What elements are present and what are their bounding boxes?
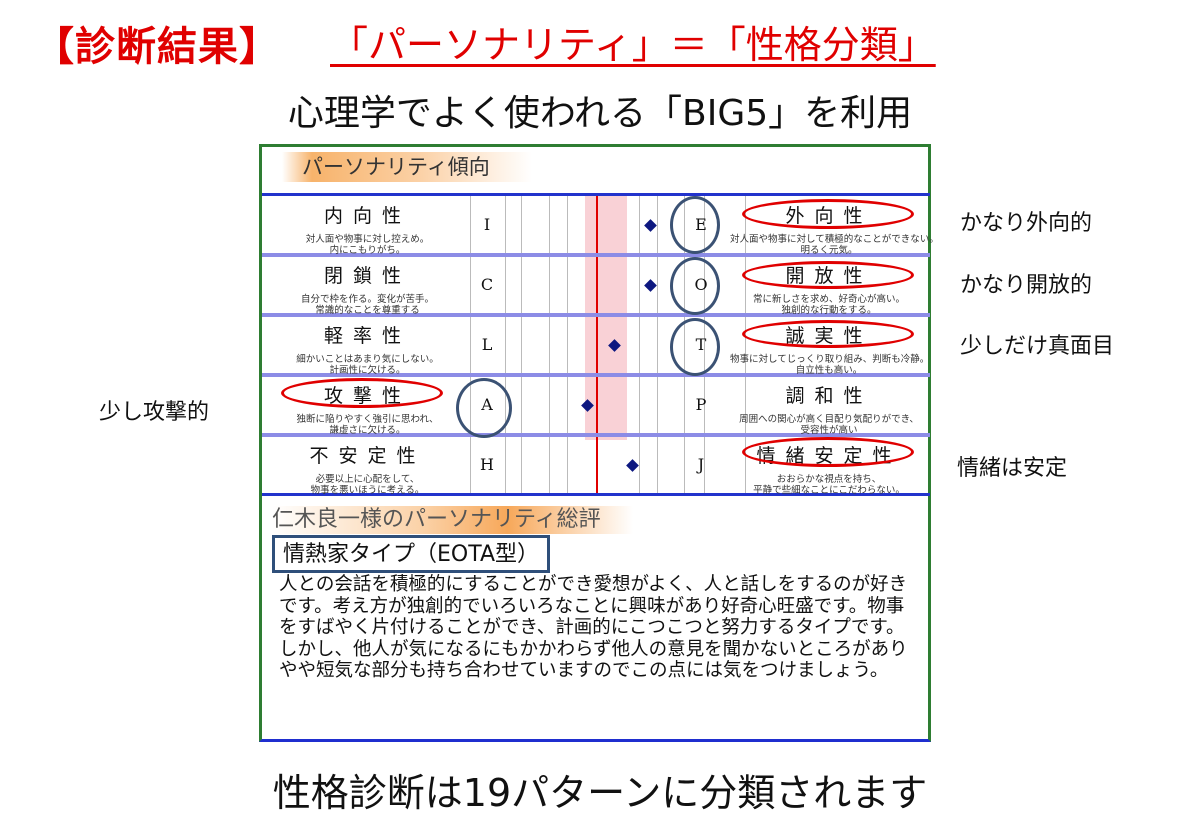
chart-top-line	[262, 193, 930, 196]
note-open: かなり開放的	[960, 273, 1093, 298]
circle-A	[456, 378, 512, 438]
trait-right-desc: 周囲への関心が高く目配り気配りができ、受容性が高い	[730, 414, 928, 436]
grid-column-line	[745, 195, 746, 495]
desc-line: 物事に対してじっくり取り組み、判断も冷静。	[730, 354, 930, 365]
center-band	[585, 195, 627, 440]
desc-line: 自立性も高い。	[795, 365, 863, 376]
summary-title: 仁木良一様のパーソナリティ総評	[272, 506, 652, 534]
grid-column-line	[505, 195, 506, 495]
trait-left-label: 不安定性必要以上に心配をして、物事を悪いほうに考える。	[265, 441, 470, 496]
slide-footer: 性格診断は19パターンに分類されます	[272, 771, 928, 815]
grid-column-line	[470, 195, 471, 495]
trait-right-desc: おおらかな視点を持ち、平静で些細なことにこだわらない。	[730, 474, 928, 496]
circle-O	[670, 257, 720, 315]
tendency-section-title: パーソナリティ傾向	[282, 152, 532, 182]
ellipse-open	[742, 261, 914, 289]
desc-line: 独創的な行動をする。	[781, 305, 877, 316]
trait-right-letter: P	[695, 395, 707, 414]
trait-right-letter: J	[697, 455, 705, 474]
summary-text: 人との会話を積極的にすることができ愛想がよく、人と話しをするのが好きです。考え方…	[279, 574, 908, 681]
trait-right-desc: 常に新しさを求め、好奇心が高い。独創的な行動をする。	[730, 294, 928, 316]
note-aggressive: 少し攻撃的	[99, 400, 210, 425]
trait-left-desc: 対人面や物事に対し控えめ。内にこもりがち。	[265, 234, 470, 256]
trait-right-desc: 物事に対してじっくり取り組み、判断も冷静。自立性も高い。	[730, 354, 930, 376]
desc-line: 物事を悪いほうに考える。	[310, 485, 425, 496]
slide-subtitle: 心理学でよく使われる「BIG5」を利用	[287, 93, 913, 134]
trait-left-label: 内向性対人面や物事に対し控えめ。内にこもりがち。	[265, 201, 470, 256]
ellipse-stable	[742, 437, 914, 467]
desc-line: 細かいことはあまり気にしない。	[296, 354, 439, 365]
desc-line: 必要以上に心配をして、	[315, 474, 420, 485]
grid-column-line	[639, 195, 640, 495]
desc-line: 常識的なことを尊重する	[315, 305, 420, 316]
trait-left-name: 不安定性	[309, 445, 426, 467]
grid-column-line	[549, 195, 550, 495]
note-stable: 情緒は安定	[957, 456, 1068, 481]
desc-line: 平静で些細なことにこだわらない。	[753, 485, 905, 496]
ellipse-aggressive	[281, 378, 443, 408]
trait-right-label: 調和性周囲への関心が高く目配り気配りができ、受容性が高い	[730, 381, 928, 436]
desc-line: 謙虚さに欠ける。	[329, 425, 406, 436]
ellipse-conscientious	[742, 320, 914, 348]
desc-line: 対人面や物事に対して積極的なことができない。	[730, 234, 939, 245]
trait-left-letter: I	[483, 215, 491, 234]
trait-right-desc: 対人面や物事に対して積極的なことができない。明るく元気。	[730, 234, 939, 256]
trait-left-label: 閉鎖性自分で枠を作る。変化が苦手。常識的なことを尊重する	[265, 261, 470, 316]
desc-line: 周囲への関心が高く目配り気配りができ、	[739, 414, 919, 425]
grid-column-line	[521, 195, 522, 495]
trait-left-letter: L	[481, 335, 493, 354]
row-divider	[262, 313, 930, 317]
grid-column-line	[567, 195, 568, 495]
desc-line: 独断に陥りやすく強引に思われ、	[296, 414, 439, 425]
ellipse-extravert	[742, 199, 914, 229]
desc-line: 明るく元気。	[800, 245, 858, 256]
row-divider	[262, 253, 930, 257]
chart-bottom-line	[262, 493, 930, 496]
trait-left-desc: 必要以上に心配をして、物事を悪いほうに考える。	[265, 474, 470, 496]
trait-left-desc: 細かいことはあまり気にしない。計画性に欠ける。	[265, 354, 470, 376]
desc-line: 常に新しさを求め、好奇心が高い。	[752, 294, 905, 305]
trait-left-desc: 自分で枠を作る。変化が苦手。常識的なことを尊重する	[265, 294, 470, 316]
note-conscientious: 少しだけ真面目	[960, 334, 1115, 359]
desc-line: 計画性に欠ける。	[329, 365, 406, 376]
desc-line: 自分で枠を作る。変化が苦手。	[300, 294, 434, 305]
note-extravert: かなり外向的	[960, 211, 1093, 236]
trait-left-name: 内向性	[323, 205, 411, 227]
grid-column-line	[657, 195, 658, 495]
trait-left-letter: H	[480, 455, 494, 474]
desc-line: 内にこもりがち。	[329, 245, 406, 256]
trait-left-name: 閉鎖性	[323, 265, 411, 287]
trait-left-label: 軽率性細かいことはあまり気にしない。計画性に欠ける。	[265, 321, 470, 376]
circle-E	[670, 196, 720, 254]
trait-right-name: 調和性	[785, 385, 873, 407]
row-divider	[262, 373, 930, 377]
trait-left-desc: 独断に陥りやすく強引に思われ、謙虚さに欠ける。	[265, 414, 470, 436]
circle-T	[670, 318, 720, 376]
personality-type-box: 情熱家タイプ（EOTA型）	[272, 535, 550, 573]
trait-left-letter: C	[480, 275, 494, 294]
desc-line: おおらかな視点を持ち、	[776, 474, 882, 485]
slide-title-label: 【診断結果】	[34, 24, 280, 70]
row-divider	[262, 433, 930, 437]
desc-line: 対人面や物事に対し控えめ。	[305, 234, 430, 245]
trait-left-name: 軽率性	[323, 325, 411, 347]
center-line	[596, 195, 598, 495]
slide-title-definition: 「パーソナリティ」＝「性格分類」	[330, 23, 936, 67]
desc-line: 受容性が高い	[800, 425, 858, 436]
